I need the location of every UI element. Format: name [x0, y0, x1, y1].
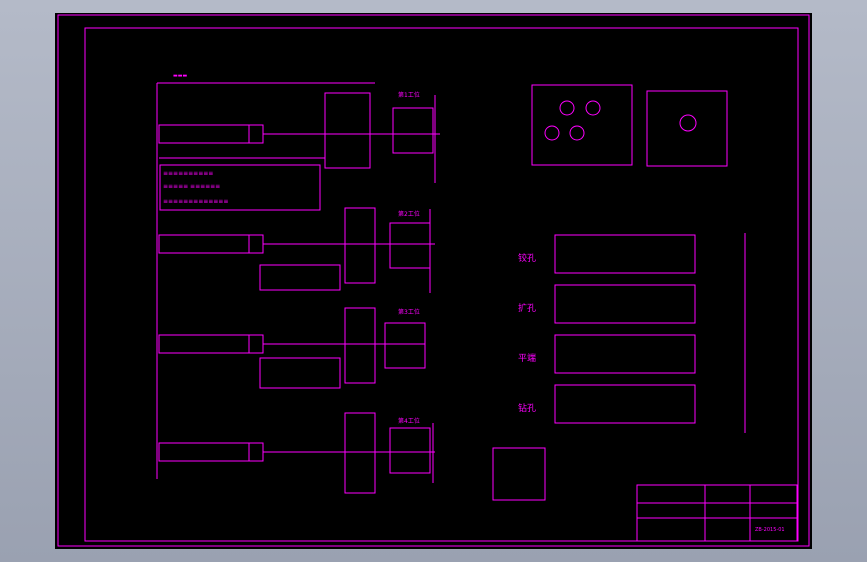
- coupling-3: [248, 334, 264, 354]
- part-front-view: [531, 84, 633, 166]
- station-2: 第2工位: [158, 207, 435, 293]
- process-counterboring: 扩孔: [518, 302, 536, 314]
- svg-text:≡≡≡≡≡≡≡≡≡≡≡≡≡: ≡≡≡≡≡≡≡≡≡≡≡≡≡: [163, 198, 228, 205]
- outer-frame: [57, 14, 810, 547]
- fixture-3: [344, 307, 376, 384]
- svg-text:≡≡≡≡≡ ≡≡≡≡≡≡: ≡≡≡≡≡ ≡≡≡≡≡≡: [163, 183, 220, 190]
- title-block: ZB-2015-01: [636, 484, 798, 542]
- coupling-1: [248, 124, 264, 144]
- cad-drawing: ▬▬▬ ≡≡≡≡≡≡≡≡≡≡ ≡≡≡≡≡ ≡≡≡≡≡≡ ≡≡≡≡≡≡≡≡≡≡≡≡…: [57, 14, 810, 547]
- spindle-body-1: [158, 124, 250, 144]
- station-3: 第3工位: [158, 307, 426, 389]
- spindle-body-4: [158, 442, 250, 462]
- station-2-label: 第2工位: [398, 210, 420, 218]
- inner-frame: [84, 27, 799, 542]
- spindle-body-3: [158, 334, 250, 354]
- part-outline: [492, 447, 546, 501]
- part-views: [531, 84, 728, 167]
- workpiece-4: [389, 427, 431, 474]
- fixture-1: [324, 92, 371, 169]
- process-flow: 铰孔 扩孔 平端 钻孔: [518, 233, 746, 433]
- dim-note: ▬▬▬: [173, 73, 187, 79]
- spindle-body-2: [158, 234, 250, 254]
- part-side-view: [646, 90, 728, 167]
- drawing-number: ZB-2015-01: [755, 527, 785, 533]
- coupling-2: [248, 234, 264, 254]
- station-4-label: 第4工位: [398, 417, 420, 425]
- process-drilling: 钻孔: [518, 402, 536, 414]
- drawing-sheet[interactable]: ▬▬▬ ≡≡≡≡≡≡≡≡≡≡ ≡≡≡≡≡ ≡≡≡≡≡≡ ≡≡≡≡≡≡≡≡≡≡≡≡…: [55, 13, 812, 549]
- station-1-label: 第1工位: [398, 91, 420, 99]
- process-facing: 平端: [518, 352, 536, 364]
- fixture-2: [344, 207, 376, 284]
- workpiece-2: [389, 222, 431, 269]
- process-reaming: 铰孔: [518, 252, 536, 264]
- workpiece-3: [384, 322, 426, 369]
- station-1: ≡≡≡≡≡≡≡≡≡≡ ≡≡≡≡≡ ≡≡≡≡≡≡ ≡≡≡≡≡≡≡≡≡≡≡≡≡ 第1…: [158, 91, 440, 211]
- coupling-4: [248, 442, 264, 462]
- station-4: 第4工位: [158, 412, 435, 494]
- fixture-4: [344, 412, 376, 494]
- station-3-label: 第3工位: [398, 308, 420, 316]
- svg-text:≡≡≡≡≡≡≡≡≡≡: ≡≡≡≡≡≡≡≡≡≡: [163, 170, 213, 177]
- workpiece-1: [392, 107, 434, 154]
